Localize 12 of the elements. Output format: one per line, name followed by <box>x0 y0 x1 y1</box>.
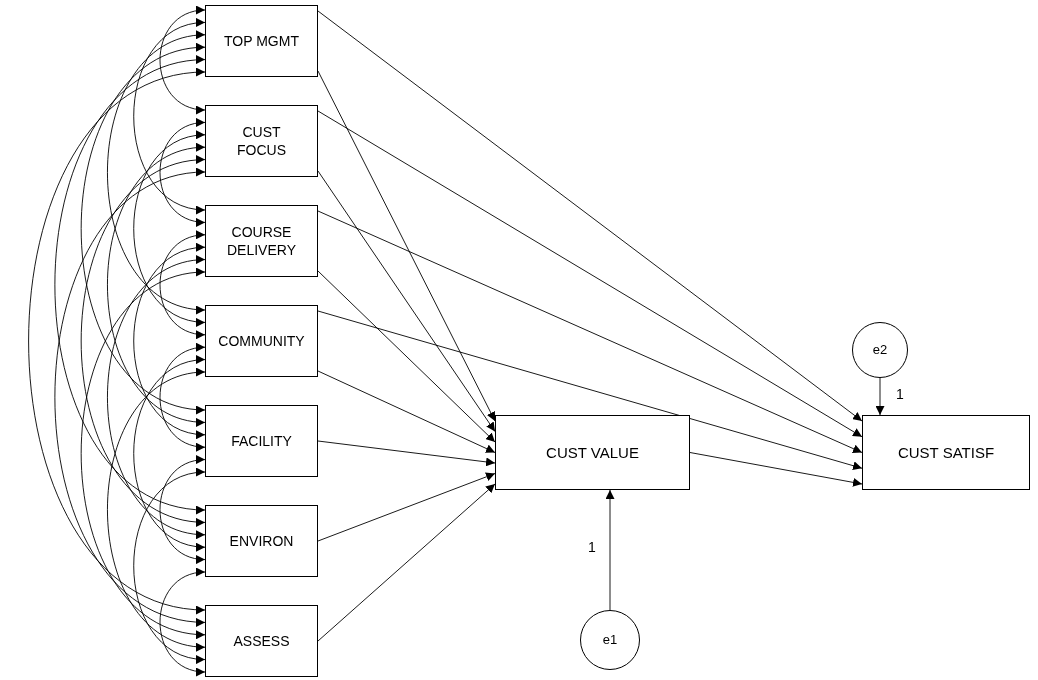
error-term-circle: e1 <box>580 610 640 670</box>
error-term-circle: e2 <box>852 322 908 378</box>
variable-box: ASSESS <box>205 605 318 677</box>
edge-label: 1 <box>894 386 906 402</box>
variable-box: FACILITY <box>205 405 318 477</box>
variable-box: COMMUNITY <box>205 305 318 377</box>
variable-box: TOP MGMT <box>205 5 318 77</box>
variable-box: COURSE DELIVERY <box>205 205 318 277</box>
variable-box: CUST FOCUS <box>205 105 318 177</box>
variable-box: ENVIRON <box>205 505 318 577</box>
variable-box: CUST SATISF <box>862 415 1030 490</box>
variable-box: CUST VALUE <box>495 415 690 490</box>
